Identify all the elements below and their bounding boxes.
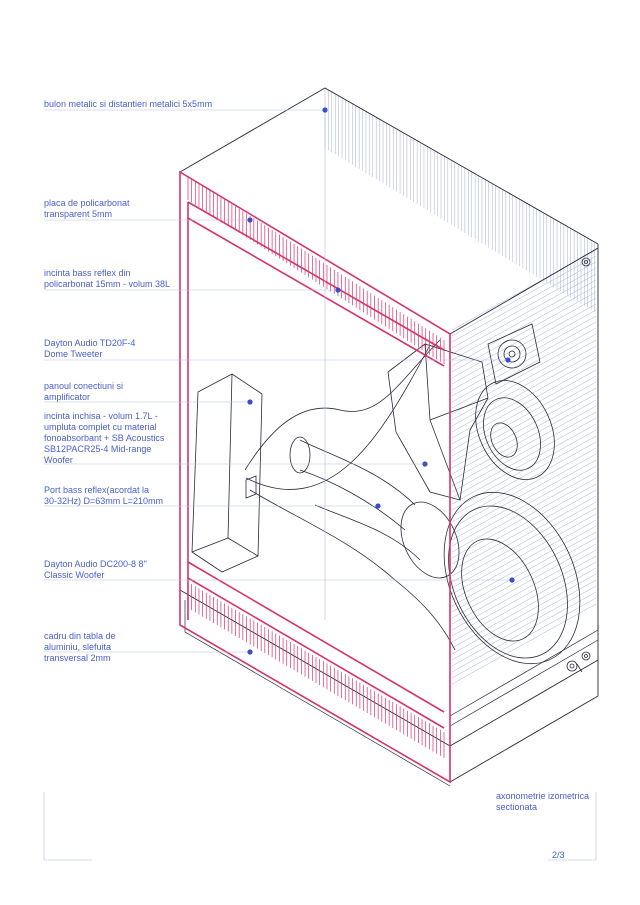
page-frame	[43, 792, 597, 861]
marker-dots	[247, 107, 515, 655]
label-polycarbonate-plate: placa de policarbonat transparent 5mm	[44, 198, 130, 219]
drawing-caption: axonometrie izometrica sectionata	[496, 791, 590, 812]
label-aluminium-frame: cadru din tabla de aluminiu, slefuita tr…	[44, 631, 116, 663]
enclosure-outline	[179, 87, 599, 783]
section-fin-hatching-top	[187, 176, 445, 364]
label-bolt: bulon metalic si distantieri metalici 5x…	[44, 99, 213, 109]
back-connectors	[566, 257, 591, 673]
marker-dot-woofer	[509, 577, 515, 583]
section-cut-outline	[179, 170, 451, 784]
polycarbonate-fin-hatching	[324, 88, 599, 685]
marker-dot-bass-port	[375, 503, 381, 509]
section-fin-hatching-bottom	[187, 582, 445, 758]
label-bass-port: Port bass reflex(acordat la 30-32Hz) D=6…	[44, 485, 164, 506]
label-bass-reflex-enclosure: incinta bass reflex din policarbonat 15m…	[44, 268, 171, 289]
label-woofer: Dayton Audio DC200-8 8" Classic Woofer	[44, 559, 147, 580]
internal-structure	[191, 323, 581, 665]
marker-dot-tweeter	[505, 357, 511, 363]
aluminium-frame-base	[184, 600, 599, 787]
marker-dot-polycarbonate-plate	[247, 217, 253, 223]
label-connection-panel: panoul conectiuni si amplificator	[44, 381, 124, 402]
marker-dot-bass-reflex-enclosure	[335, 287, 341, 293]
marker-dot-aluminium-frame	[247, 649, 253, 655]
page-number: 2/3	[552, 850, 565, 860]
label-closed-enclosure: incinta inchisa - volum 1.7L - umpluta c…	[44, 411, 165, 465]
leader-lines	[44, 109, 512, 653]
marker-dot-connection-panel	[247, 399, 253, 405]
label-tweeter: Dayton Audio TD20F-4 Dome Tweeter	[44, 338, 136, 359]
marker-dot-bolt	[322, 107, 328, 113]
marker-dot-closed-enclosure	[422, 461, 428, 467]
